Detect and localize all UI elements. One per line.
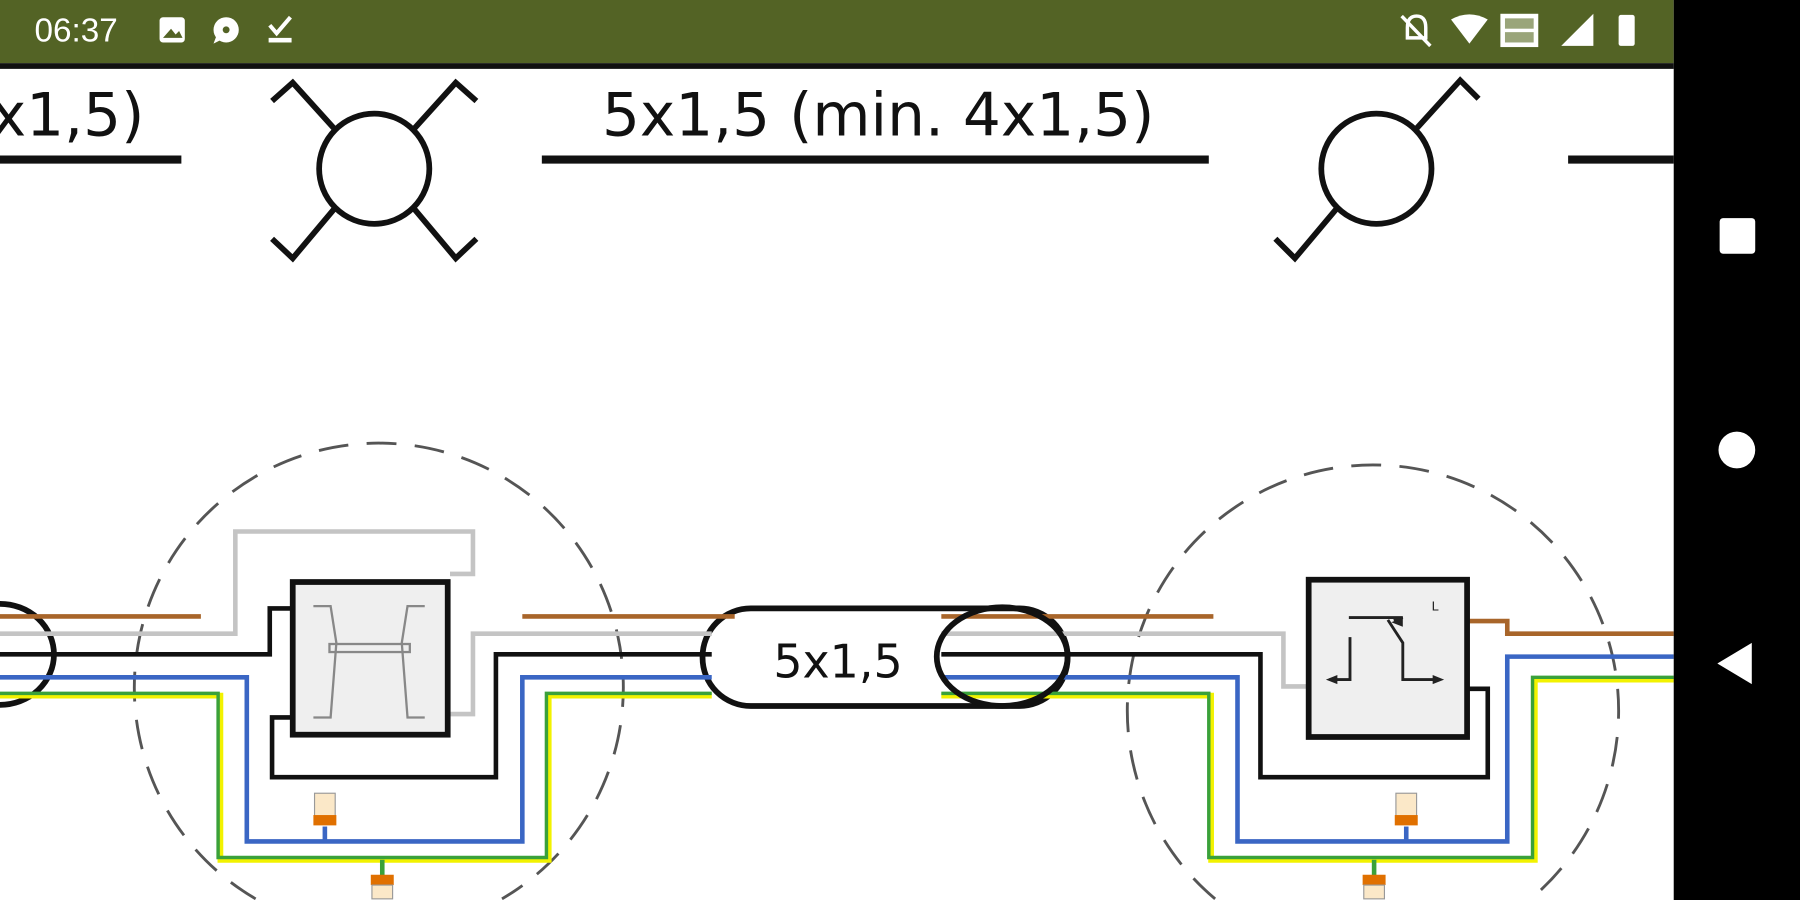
recents-button[interactable] <box>1719 218 1756 254</box>
wire-connector <box>370 874 394 900</box>
double-switch-box <box>289 579 451 738</box>
cable-end-right <box>933 604 1071 709</box>
wifi-icon <box>1451 14 1488 44</box>
wire-connector <box>1362 874 1386 900</box>
junction-area-left <box>132 441 625 900</box>
chat-notification-icon <box>213 17 239 44</box>
wire-connector <box>313 792 337 826</box>
notifications-off-icon <box>1400 14 1432 48</box>
volte-icon <box>1500 13 1539 48</box>
back-button[interactable] <box>1717 642 1752 685</box>
wire-black <box>0 606 1491 780</box>
status-time: 06:37 <box>34 12 117 49</box>
cable-sheath-label: 5x1,5 <box>773 634 902 688</box>
wire-blue <box>0 654 1674 844</box>
wiring-diagram: x1,5) 5x1,5 (min. 4x1,5) <box>0 76 1674 900</box>
wire-gray <box>0 529 1309 717</box>
left-cable-label: x1,5) <box>0 81 144 150</box>
junction-area-right <box>1125 463 1620 900</box>
wire-connector <box>1394 792 1418 826</box>
wire-brown <box>0 614 1674 636</box>
battery-icon <box>1618 14 1635 46</box>
middle-cable-label: 5x1,5 (min. 4x1,5) <box>602 81 1155 150</box>
image-notification-icon <box>159 17 185 43</box>
switch-symbol <box>1273 76 1481 263</box>
home-button[interactable] <box>1718 431 1756 469</box>
lamp-symbol <box>270 78 479 263</box>
navigation-bar <box>1673 0 1800 900</box>
switch-line-label: L <box>1432 599 1439 614</box>
status-bar: 06:37 <box>0 0 1674 69</box>
download-done-icon <box>268 15 292 43</box>
two-way-switch-box: L <box>1305 576 1470 740</box>
